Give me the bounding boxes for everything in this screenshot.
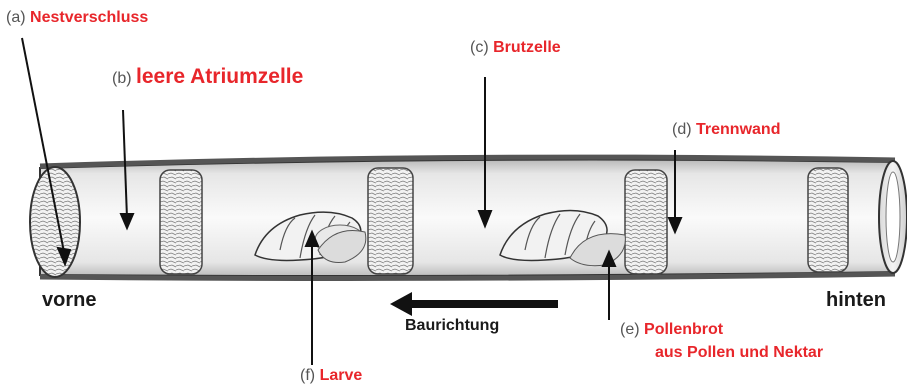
label-b: (b) leere Atriumzelle <box>112 66 303 87</box>
partition-wall <box>625 170 667 274</box>
label-d-letter: (d) <box>672 121 692 138</box>
label-a-text: Nestverschluss <box>30 9 148 26</box>
direction-arrow <box>390 292 558 316</box>
label-c: (c) Brutzelle <box>470 40 561 56</box>
partition-wall <box>808 168 848 272</box>
label-a: (a) Nestverschluss <box>6 10 148 26</box>
partition-wall <box>160 170 202 274</box>
nest-plug <box>30 167 80 277</box>
label-e-text-line2: aus Pollen und Nektar <box>655 345 823 361</box>
label-d-text: Trennwand <box>696 121 780 138</box>
partition-wall <box>368 168 413 274</box>
label-c-letter: (c) <box>470 39 489 56</box>
label-a-letter: (a) <box>6 9 26 26</box>
label-d: (d) Trennwand <box>672 122 780 138</box>
label-b-letter: (b) <box>112 70 132 87</box>
label-f-text: Larve <box>320 367 363 384</box>
label-e-letter: (e) <box>620 321 640 338</box>
label-front: vorne <box>42 290 96 310</box>
label-f: (f) Larve <box>300 368 362 384</box>
label-f-letter: (f) <box>300 367 315 384</box>
arrow-e <box>603 252 615 320</box>
label-e: (e) Pollenbrot <box>620 322 723 338</box>
label-c-text: Brutzelle <box>493 39 561 56</box>
label-back: hinten <box>826 290 886 310</box>
label-e-text-line1: Pollenbrot <box>644 321 723 338</box>
label-direction: Baurichtung <box>405 318 499 334</box>
label-b-text: leere Atriumzelle <box>136 65 303 88</box>
tube-rear-end <box>879 161 907 273</box>
